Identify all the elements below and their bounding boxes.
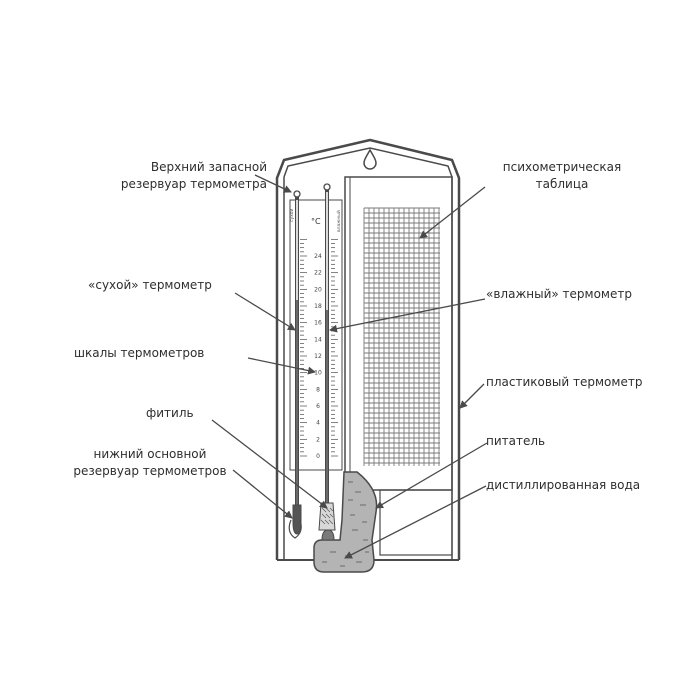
label-wick: фитиль: [146, 406, 194, 420]
label-plastic-thermometer: пластиковый термометр: [486, 375, 643, 389]
scale-number: 8: [316, 386, 320, 393]
arrow-dry-thermometer: [234, 292, 296, 331]
label-distilled-water: дистиллированная вода: [486, 478, 641, 492]
arrow-upper-reservoir: [254, 174, 292, 193]
arrow-feeder: [375, 442, 488, 509]
arrow-scales: [247, 357, 316, 375]
scale-unit-label: °C: [311, 217, 321, 226]
arrow-plastic-thermometer: [459, 383, 485, 409]
scale-number: 0: [316, 453, 320, 460]
label-lower-reservoir-line2: резервуар термометров: [73, 464, 227, 478]
label-dry-thermometer: «сухой» термометр: [88, 278, 212, 292]
label-feeder: питатель: [486, 434, 546, 448]
label-scales: шкалы термометров: [74, 346, 205, 360]
arrow-psychrometric-table: [419, 186, 486, 239]
label-upper-reservoir-line2: резервуар термометра: [120, 177, 267, 191]
hanging-hole-icon: [363, 148, 377, 170]
label-lower-reservoir-line1: нижний основной: [93, 447, 207, 461]
dry-scale: [300, 238, 307, 457]
label-lower-reservoir: нижний основной резервуар термометров: [70, 446, 230, 480]
upper-reservoir: [293, 190, 301, 198]
scale-number: 2: [316, 436, 320, 443]
scale-number: 22: [314, 270, 322, 277]
scale-number: 16: [314, 320, 322, 327]
scale-number: 12: [314, 353, 322, 360]
label-psychrometric-table-line1: психометрическая: [502, 160, 622, 174]
label-psychrometric-table-line2: таблица: [535, 177, 589, 191]
feeder-bulb: [321, 529, 335, 541]
scale-number: 10: [314, 370, 322, 377]
label-upper-reservoir-line1: Верхний запасной: [150, 160, 267, 174]
wet-thermometer: [323, 183, 331, 505]
scale-number: 6: [316, 403, 320, 410]
panel-lower-box: [379, 489, 453, 556]
dry-thermometer: [288, 190, 302, 539]
scale-number: 4: [316, 420, 320, 427]
scale-number: 18: [314, 303, 322, 310]
arrow-wick: [211, 419, 328, 509]
wet-scale: [331, 238, 338, 457]
arrow-lower-reservoir: [232, 469, 293, 519]
label-wet-thermometer: «влажный» термометр: [486, 287, 632, 301]
psychrometric-table-grid: [363, 207, 440, 466]
housing-outline: [275, 138, 461, 560]
scale-number: 24: [314, 253, 322, 260]
wick: [318, 502, 336, 531]
scale-number: 20: [314, 286, 322, 293]
scale-number: 14: [314, 336, 322, 343]
callout-arrows: [211, 174, 488, 559]
wet-scale-caption: влажный: [335, 210, 342, 232]
dry-scale-caption: сухой: [288, 208, 295, 222]
housing-inner-roof: [283, 147, 453, 178]
arrow-distilled-water: [344, 485, 487, 559]
label-psychrometric-table: психометрическая таблица: [482, 159, 642, 193]
label-upper-reservoir: Верхний запасной резервуар термометра: [95, 159, 267, 193]
arrow-wet-thermometer: [329, 298, 486, 333]
